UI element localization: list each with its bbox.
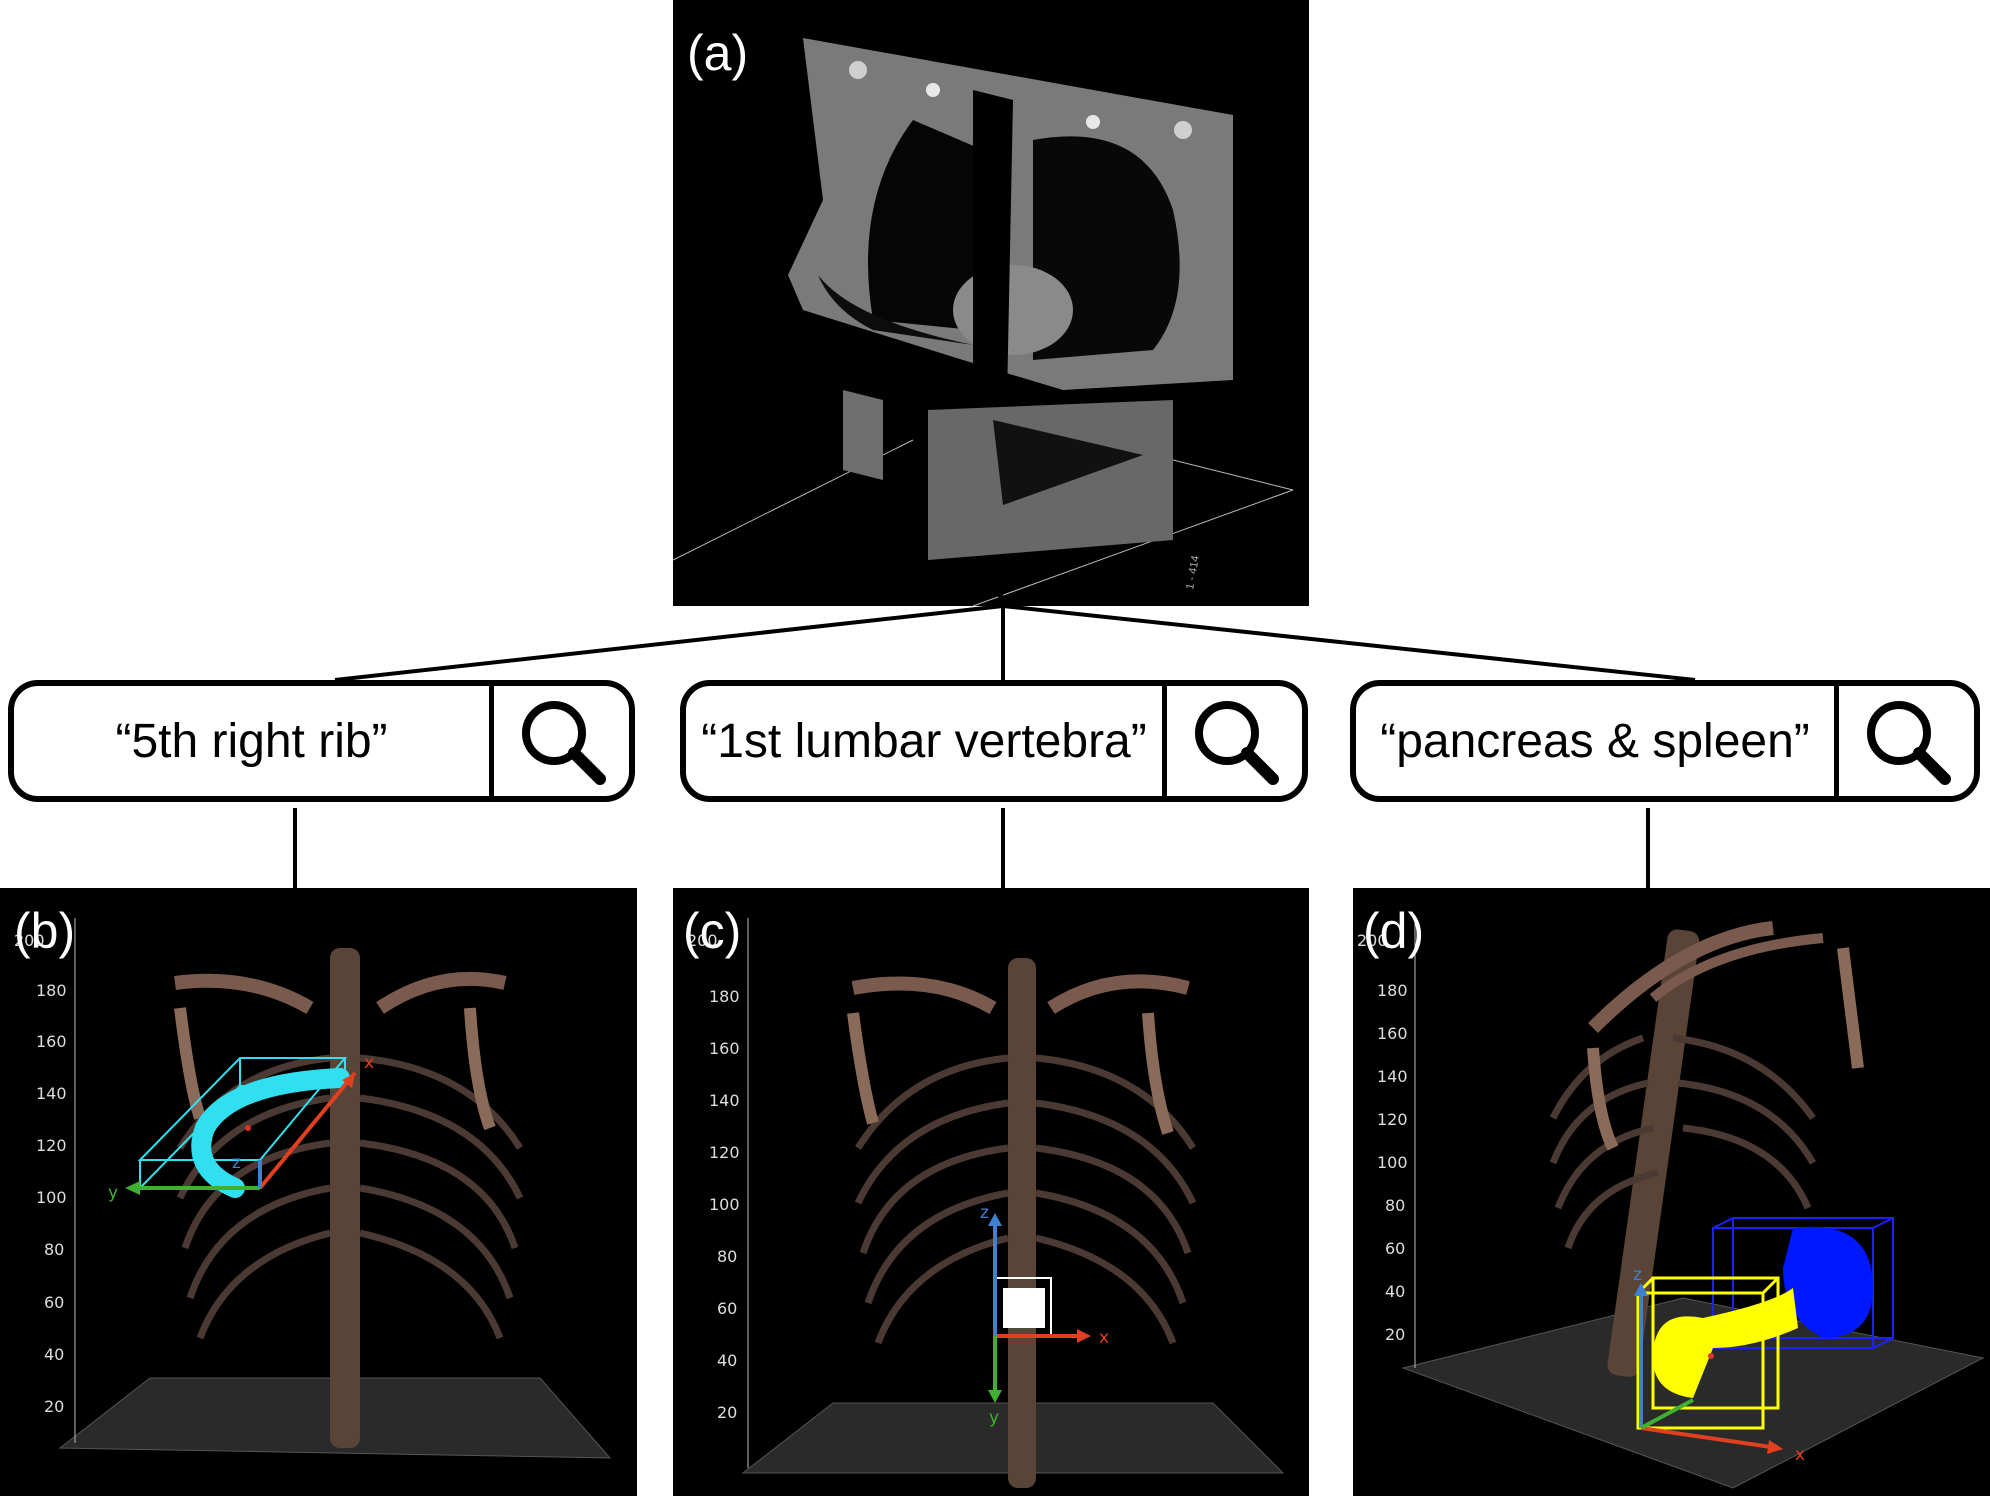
rib-highlight [191, 1068, 350, 1198]
svg-text:40: 40 [44, 1345, 64, 1364]
search-icon [1866, 701, 1951, 785]
skeleton-render-b: x y z 180 160 140 120 100 80 60 40 20 20… [14, 918, 612, 1459]
svg-text:120: 120 [1377, 1110, 1408, 1129]
skeleton-render-d: x z 180 160 140 120 100 80 60 40 20 200 [1357, 918, 1985, 1489]
svg-text:140: 140 [36, 1084, 67, 1103]
axis-x-label: x [1795, 1445, 1805, 1465]
divider [489, 686, 494, 796]
search-icon [1194, 701, 1279, 785]
svg-text:20: 20 [1385, 1325, 1405, 1344]
z-axis-ticks-c: 180 160 140 120 100 80 60 40 20 [709, 987, 740, 1422]
search-button-pancreas-spleen[interactable] [1839, 686, 1974, 796]
query-box-pancreas-spleen[interactable]: “pancreas & spleen” [1350, 680, 1980, 802]
svg-text:120: 120 [36, 1136, 67, 1155]
pancreas-highlight [1653, 1288, 1798, 1398]
svg-text:160: 160 [1377, 1024, 1408, 1043]
svg-text:80: 80 [717, 1247, 737, 1266]
panel-label-c: (c) [683, 903, 742, 959]
svg-text:140: 140 [709, 1091, 740, 1110]
search-button-rib[interactable] [494, 686, 629, 796]
svg-text:20: 20 [44, 1397, 64, 1416]
z-top-tick: 200 [687, 931, 718, 950]
divider [1834, 686, 1839, 796]
pancreas-bounding-box [1636, 1276, 1780, 1430]
svg-text:20: 20 [717, 1403, 737, 1422]
panel-label-b: (b) [14, 903, 76, 959]
svg-text:60: 60 [44, 1293, 64, 1312]
skeleton-render-c: x y z 180 160 140 120 100 80 60 40 20 20… [687, 918, 1285, 1488]
pancreas-spleen-result-panel: x z 180 160 140 120 100 80 60 40 20 200 … [1353, 888, 1990, 1496]
z-axis-ticks-d: 180 160 140 120 100 80 60 40 20 [1377, 981, 1408, 1344]
axis-y-label: y [108, 1183, 118, 1203]
panel-label-d: (d) [1363, 903, 1425, 959]
z-top-tick: 200 [1357, 931, 1388, 950]
svg-text:40: 40 [1385, 1282, 1405, 1301]
svg-text:180: 180 [709, 987, 740, 1006]
svg-text:40: 40 [717, 1351, 737, 1370]
svg-text:100: 100 [36, 1188, 67, 1207]
axis-z-label: z [1633, 1265, 1642, 1285]
ct-volume-panel: 1 - 414 (a) [673, 0, 1309, 606]
divider [1162, 686, 1167, 796]
axis-x-label: x [1099, 1328, 1109, 1348]
query-text-rib: “5th right rib” [115, 714, 388, 768]
query-text-pancreas-spleen: “pancreas & spleen” [1380, 714, 1810, 768]
svg-text:60: 60 [1385, 1239, 1405, 1258]
axis-y-label: y [989, 1408, 999, 1428]
scale-text: 1 - 414 [1184, 555, 1202, 591]
svg-text:160: 160 [36, 1032, 67, 1051]
z-top-tick: 200 [14, 931, 45, 950]
svg-text:100: 100 [709, 1195, 740, 1214]
svg-text:80: 80 [44, 1240, 64, 1259]
axis-z-label: z [232, 1153, 241, 1173]
svg-text:180: 180 [1377, 981, 1408, 1000]
axis-x-label: x [364, 1053, 374, 1073]
svg-text:160: 160 [709, 1039, 740, 1058]
svg-text:180: 180 [36, 981, 67, 1000]
query-box-vertebra[interactable]: “1st lumbar vertebra” [680, 680, 1308, 802]
query-text-vertebra: “1st lumbar vertebra” [701, 714, 1147, 768]
panel-label-a: (a) [687, 25, 749, 81]
spleen-highlight [1783, 1226, 1873, 1338]
query-box-rib[interactable]: “5th right rib” [8, 680, 635, 802]
search-icon [521, 701, 606, 785]
svg-text:60: 60 [717, 1299, 737, 1318]
svg-text:80: 80 [1385, 1196, 1405, 1215]
vertebra-result-panel: x y z 180 160 140 120 100 80 60 40 20 20… [673, 888, 1309, 1496]
svg-text:100: 100 [1377, 1153, 1408, 1172]
vertebra-highlight [1003, 1288, 1045, 1328]
z-axis-ticks-b: 180 160 140 120 100 80 60 40 20 [36, 981, 67, 1416]
search-button-vertebra[interactable] [1167, 686, 1302, 796]
rib-result-panel: x y z 180 160 140 120 100 80 60 40 20 20… [0, 888, 637, 1496]
svg-text:140: 140 [1377, 1067, 1408, 1086]
ct-volume-render: 1 - 414 [673, 38, 1294, 606]
axis-z-label: z [980, 1203, 989, 1223]
svg-text:120: 120 [709, 1143, 740, 1162]
